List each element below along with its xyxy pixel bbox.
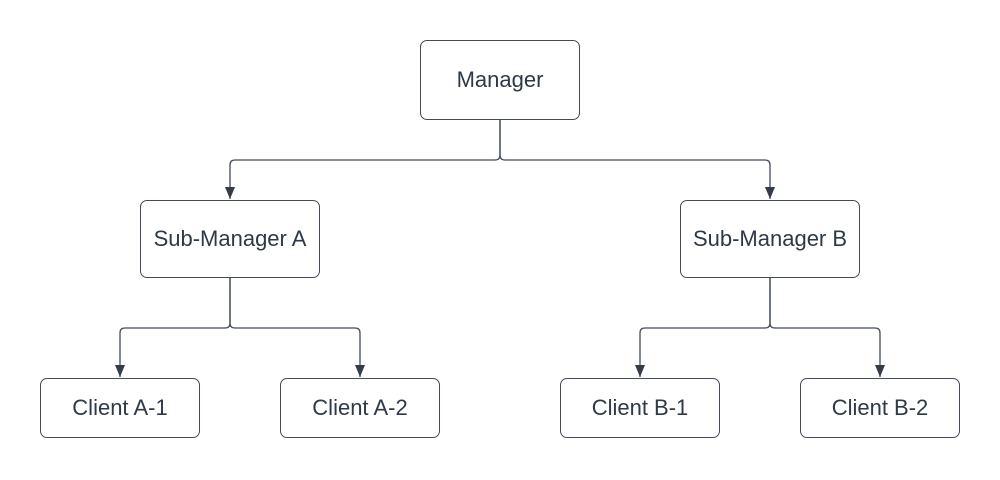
edge-sub-b-to-client-b1 — [635, 278, 771, 377]
edge-sub-a-to-client-a1 — [115, 278, 231, 377]
node-label: Sub-Manager B — [692, 226, 848, 251]
node-label: Client A-1 — [72, 395, 168, 420]
edge-sub-b-to-client-b2 — [769, 278, 885, 377]
edge-manager-to-sub-a — [225, 120, 501, 199]
node-client-a1[interactable]: Client A-1 — [40, 378, 200, 438]
node-label: Client B-1 — [591, 395, 689, 420]
node-sub-a[interactable]: Sub-Manager A — [140, 200, 320, 278]
node-label: Sub-Manager A — [153, 226, 307, 251]
node-sub-b[interactable]: Sub-Manager B — [680, 200, 860, 278]
node-label: Client A-2 — [312, 395, 408, 420]
node-manager[interactable]: Manager — [420, 40, 580, 120]
edge-manager-to-sub-b — [499, 120, 775, 199]
node-client-b2[interactable]: Client B-2 — [800, 378, 960, 438]
node-label: Manager — [456, 67, 544, 92]
node-client-a2[interactable]: Client A-2 — [280, 378, 440, 438]
edge-sub-a-to-client-a2 — [229, 278, 365, 377]
node-label: Client B-2 — [831, 395, 929, 420]
node-client-b1[interactable]: Client B-1 — [560, 378, 720, 438]
